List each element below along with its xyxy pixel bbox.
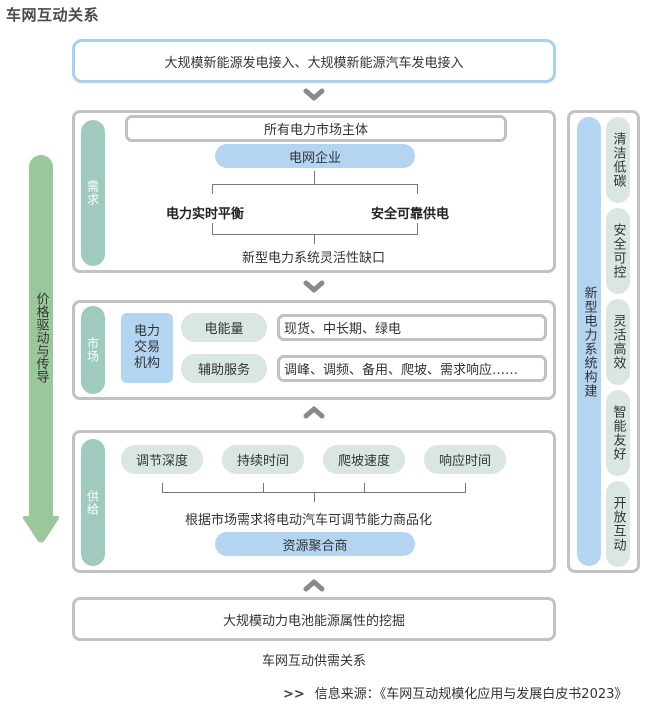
market-section: 市场 电力交易机构 电能量 现货、中长期、绿电 辅助服务 调峰、调频、备用、爬坡… xyxy=(72,300,556,400)
connector-line xyxy=(314,492,315,502)
top-input-box: 大规模新能源发电接入、大规模新能源汽车发电接入 xyxy=(72,39,556,83)
connector-line xyxy=(212,184,213,194)
new-power-system-label: 新型电力系统构建 xyxy=(577,117,601,566)
demand-tag: 需求 xyxy=(81,120,105,266)
aggregator-pill: 资源聚合商 xyxy=(215,532,415,556)
source-note: >> 信息来源：《车网互动规模化应用与发展白皮书2023》 xyxy=(283,683,627,702)
chevron-up-icon xyxy=(303,405,325,419)
connector-line xyxy=(314,234,315,244)
ancillary-pill: 辅助服务 xyxy=(181,354,267,383)
market-tag: 市场 xyxy=(81,306,105,394)
new-power-system-panel: 新型电力系统构建 清洁低碳 安全可控 灵活高效 智能友好 开放互动 xyxy=(567,110,640,573)
chevron-down-icon xyxy=(303,88,325,102)
realtime-balance-label: 电力实时平衡 xyxy=(166,207,245,222)
energy-pill: 电能量 xyxy=(181,313,267,342)
commoditize-label: 根据市场需求将电动汽车可调节能力商品化 xyxy=(185,513,433,528)
connector-line xyxy=(263,483,264,493)
connector-line xyxy=(314,171,315,184)
connector-line xyxy=(212,223,213,235)
figure-caption: 车网互动供需关系 xyxy=(261,654,366,669)
feature-pill: 安全可控 xyxy=(606,208,630,294)
price-driver-label: 价格驱动与传导 xyxy=(33,292,49,383)
connector-line xyxy=(364,483,365,493)
arrow-head-icon xyxy=(21,510,61,546)
attribute-pill: 调节深度 xyxy=(121,445,203,474)
supply-tag: 供给 xyxy=(81,439,105,566)
all-entities-box: 所有电力市场主体 xyxy=(125,115,507,142)
attribute-pill: 持续时间 xyxy=(222,445,304,474)
chevron-down-icon xyxy=(303,280,325,294)
connector-line xyxy=(212,184,418,185)
ancillary-detail-box: 调峰、调频、备用、爬坡、需求响应…… xyxy=(277,355,547,382)
demand-section: 需求 所有电力市场主体 电网企业 电力实时平衡 安全可靠供电 新型电力系统灵活性… xyxy=(72,110,556,273)
chevron-up-icon xyxy=(303,578,325,592)
energy-detail-box: 现货、中长期、绿电 xyxy=(277,314,547,341)
connector-line xyxy=(417,184,418,194)
connector-line xyxy=(465,483,466,493)
connector-line xyxy=(162,483,163,493)
supply-section: 供给 调节深度 持续时间 爬坡速度 响应时间 根据市场需求将电动汽车可调节能力商… xyxy=(72,430,556,573)
grid-company-pill: 电网企业 xyxy=(215,144,415,168)
flexibility-gap-label: 新型电力系统灵活性缺口 xyxy=(242,251,386,266)
price-driver-arrow: 价格驱动与传导 xyxy=(29,155,53,520)
feature-pill: 清洁低碳 xyxy=(606,117,630,203)
page-title: 车网互动关系 xyxy=(6,6,100,24)
feature-pill: 智能友好 xyxy=(606,390,630,476)
trading-institution-box: 电力交易机构 xyxy=(121,313,173,383)
source-text: 信息来源：《车网互动规模化应用与发展白皮书2023》 xyxy=(314,687,628,702)
double-chevron-icon: >> xyxy=(283,687,305,702)
connector-line xyxy=(417,223,418,235)
connector-line xyxy=(212,234,418,235)
reliable-supply-label: 安全可靠供电 xyxy=(371,207,450,222)
bottom-input-box: 大规模动力电池能源属性的挖掘 xyxy=(72,597,556,641)
attribute-pill: 响应时间 xyxy=(424,445,506,474)
feature-pill: 灵活高效 xyxy=(606,299,630,385)
feature-pill: 开放互动 xyxy=(606,481,630,567)
attribute-pill: 爬坡速度 xyxy=(323,445,405,474)
